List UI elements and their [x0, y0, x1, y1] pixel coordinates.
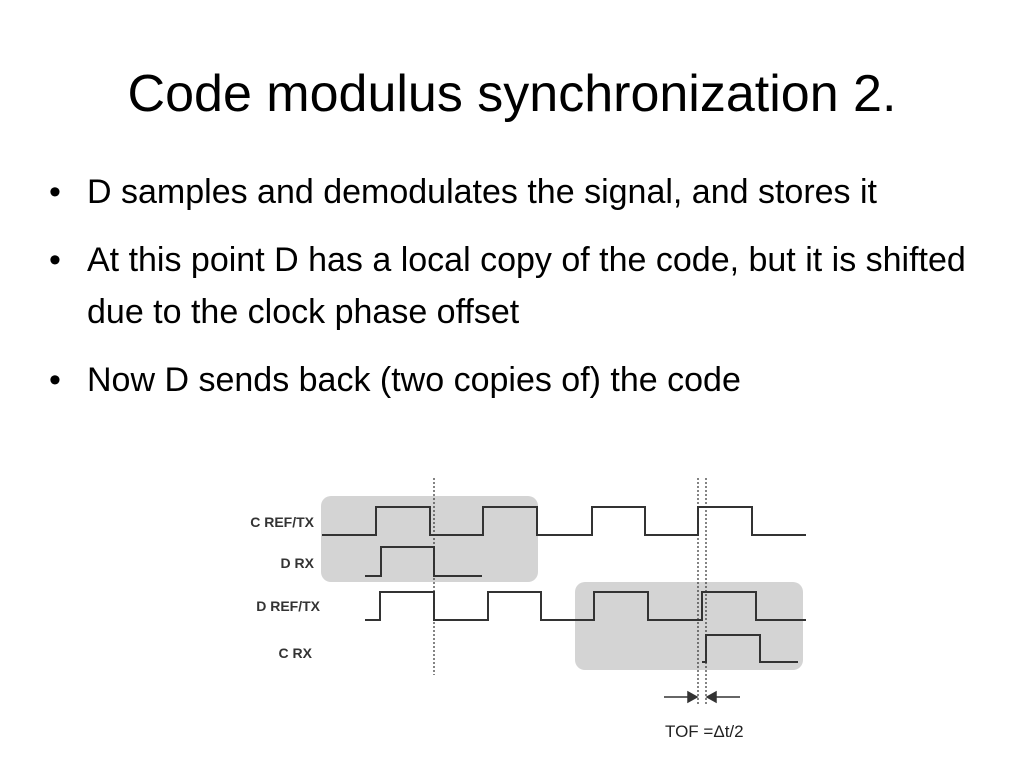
bullet-text: At this point D has a local copy of the …	[87, 241, 966, 331]
bullet-dot-icon: •	[49, 173, 61, 211]
waveform-c-ref-tx	[322, 506, 806, 536]
bullet-item: • D samples and demodulates the signal, …	[45, 166, 985, 218]
bullet-item: • Now D sends back (two copies of) the c…	[45, 354, 985, 406]
bullet-dot-icon: •	[49, 241, 61, 279]
waveform-d-ref-tx	[365, 591, 806, 621]
bullet-list: • D samples and demodulates the signal, …	[45, 166, 985, 422]
highlight-region-d-tx	[575, 582, 803, 670]
tof-arrowhead-icon	[687, 690, 699, 704]
bullet-text: Now D sends back (two copies of) the cod…	[87, 361, 741, 399]
waveform-c-rx	[702, 634, 798, 663]
slide-title: Code modulus synchronization 2.	[127, 65, 897, 123]
bullet-item: • At this point D has a local copy of th…	[45, 234, 985, 338]
waveform-d-rx	[365, 546, 482, 577]
tof-label: TOF =Δt/2	[665, 722, 744, 741]
bullet-dot-icon: •	[49, 361, 61, 399]
signal-label-c-rx: C RX	[279, 645, 313, 661]
tof-arrowhead-icon	[705, 690, 717, 704]
signal-label-d-ref-tx: D REF/TX	[256, 598, 320, 614]
timing-diagram: C REF/TX D RX D REF/TX C RX TOF =Δt/2	[250, 478, 806, 741]
bullet-text: D samples and demodulates the signal, an…	[87, 173, 878, 211]
signal-label-c-ref-tx: C REF/TX	[250, 514, 314, 530]
signal-label-d-rx: D RX	[281, 555, 315, 571]
